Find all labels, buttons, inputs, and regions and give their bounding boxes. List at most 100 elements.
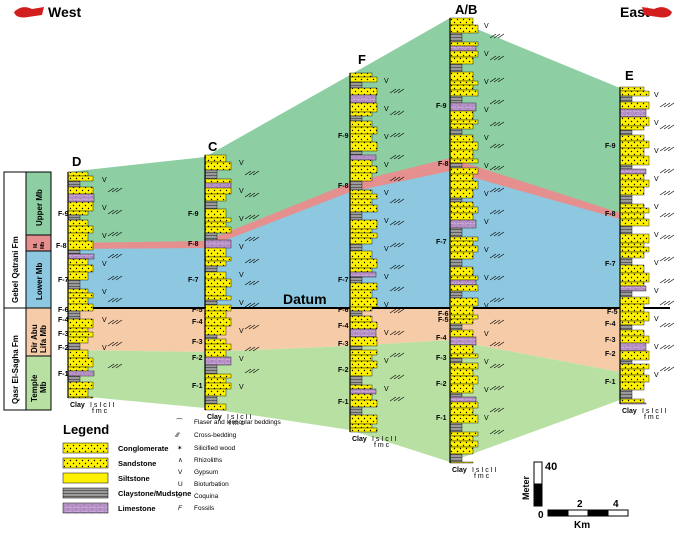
bed-E-42 <box>619 359 633 365</box>
legend-swatch-limestone <box>62 502 109 514</box>
bed-F-16 <box>349 172 373 182</box>
scale-km-label: Km <box>574 520 590 531</box>
bed-C-12 <box>204 232 218 241</box>
bed-F-32 <box>349 276 363 284</box>
bed-D-35 <box>67 396 94 399</box>
bed-AB-61 <box>449 414 479 424</box>
unit-label-f-7: F-7 <box>58 277 69 284</box>
bed-D-9 <box>67 225 94 234</box>
gypsum-symbol: V <box>484 247 489 254</box>
bed-AB-11 <box>449 89 479 97</box>
unit-label-f-9: F-9 <box>188 211 199 218</box>
bed-AB-62 <box>449 422 463 433</box>
bed-C-9 <box>204 217 232 223</box>
meter-value: 40 <box>545 461 557 473</box>
cross-bedding-symbol <box>244 236 260 242</box>
cross-bedding-symbol <box>389 330 405 336</box>
cross-bedding-symbol <box>107 187 123 193</box>
bed-AB-38 <box>449 266 474 277</box>
bed-C-23 <box>204 304 232 312</box>
cross-bedding-symbol <box>389 286 405 292</box>
legend-label-bioturbation: Bioturbation <box>194 481 229 488</box>
datum-label: Datum <box>283 291 327 307</box>
cross-bedding-symbol <box>389 264 405 270</box>
bed-AB-8 <box>449 71 474 82</box>
gypsum-symbol: V <box>384 78 389 85</box>
gypsum-symbol: V <box>484 191 489 198</box>
bed-E-41 <box>619 350 650 361</box>
grain-scale-ticks: I s I c I I <box>642 408 667 415</box>
gypsum-symbol: V <box>239 300 244 307</box>
bed-D-5 <box>67 201 94 212</box>
legend-symbol-bioturbation: U <box>178 481 183 488</box>
bed-F-24 <box>349 228 373 234</box>
bed-C-22 <box>204 299 218 306</box>
bed-C-27 <box>204 334 218 340</box>
bed-E-12 <box>619 164 633 170</box>
gypsum-symbol: V <box>384 302 389 309</box>
bed-F-5 <box>349 102 378 113</box>
grain-scale-sizes: f m c <box>644 414 660 421</box>
bed-AB-45 <box>449 314 479 320</box>
gypsum-symbol: V <box>239 188 244 195</box>
bed-F-4 <box>349 94 377 104</box>
bed-F-38 <box>349 315 373 323</box>
bed-F-54 <box>349 423 373 429</box>
cross-bedding-symbol <box>389 242 405 248</box>
bed-C-16 <box>204 260 227 267</box>
unit-label-f-1: F-1 <box>605 379 616 386</box>
bed-D-0 <box>67 171 89 177</box>
bed-AB-7 <box>449 63 463 73</box>
bed-E-46 <box>619 381 645 391</box>
bed-D-8 <box>67 219 89 227</box>
bed-D-16 <box>67 271 89 281</box>
gypsum-symbol: V <box>102 289 107 296</box>
bed-F-21 <box>349 204 378 213</box>
bed-F-26 <box>349 237 373 245</box>
bed-E-38 <box>619 329 645 337</box>
meter-label: Meter <box>521 475 531 500</box>
cross-bedding-symbol <box>489 363 505 369</box>
cross-bedding-symbol <box>489 77 505 83</box>
bed-D-34 <box>67 388 89 398</box>
bed-C-33 <box>204 373 232 379</box>
bed-AB-57 <box>449 392 463 398</box>
bed-F-42 <box>349 345 363 351</box>
bed-D-31 <box>67 370 95 377</box>
legend-label-siltstone: Siltstone <box>118 474 150 483</box>
gypsum-symbol: V <box>484 107 489 114</box>
gypsum-symbol: V <box>239 272 244 279</box>
unit-label-f-9: F-9 <box>605 143 616 150</box>
bed-AB-36 <box>449 251 474 260</box>
bed-AB-9 <box>449 80 479 86</box>
bed-F-37 <box>349 310 363 317</box>
bed-F-14 <box>349 159 373 167</box>
bed-C-26 <box>204 325 227 336</box>
bed-C-4 <box>204 182 232 189</box>
grain-scale-ticks: I s I c I I <box>472 467 497 474</box>
bed-F-36 <box>349 306 373 312</box>
bed-F-34 <box>349 289 373 299</box>
bed-C-2 <box>204 169 218 180</box>
gypsum-symbol: V <box>654 148 659 155</box>
cross-bedding-symbol <box>107 209 123 215</box>
bed-F-33 <box>349 282 378 291</box>
temple-mb-label: Mb <box>39 381 48 393</box>
bed-C-11 <box>204 226 232 234</box>
bed-C-25 <box>204 317 232 327</box>
gypsum-symbol: V <box>654 232 659 239</box>
grain-scale-ticks: I s I c I I <box>90 402 115 409</box>
unit-label-f-6: F-6 <box>58 307 69 314</box>
bed-C-34 <box>204 377 227 384</box>
bed-C-31 <box>204 356 232 366</box>
cross-bedding-symbol <box>659 168 675 174</box>
upper-mb-label: Upper Mb <box>35 189 44 226</box>
bed-C-28 <box>204 338 227 345</box>
unit-label-f-3: F-3 <box>58 331 69 338</box>
gypsum-symbol: V <box>239 328 244 335</box>
bed-D-21 <box>67 303 94 312</box>
bed-E-26 <box>619 251 645 259</box>
gypsum-symbol: V <box>654 344 659 351</box>
gypsum-symbol: V <box>484 79 489 86</box>
cross-bedding-symbol <box>389 352 405 358</box>
